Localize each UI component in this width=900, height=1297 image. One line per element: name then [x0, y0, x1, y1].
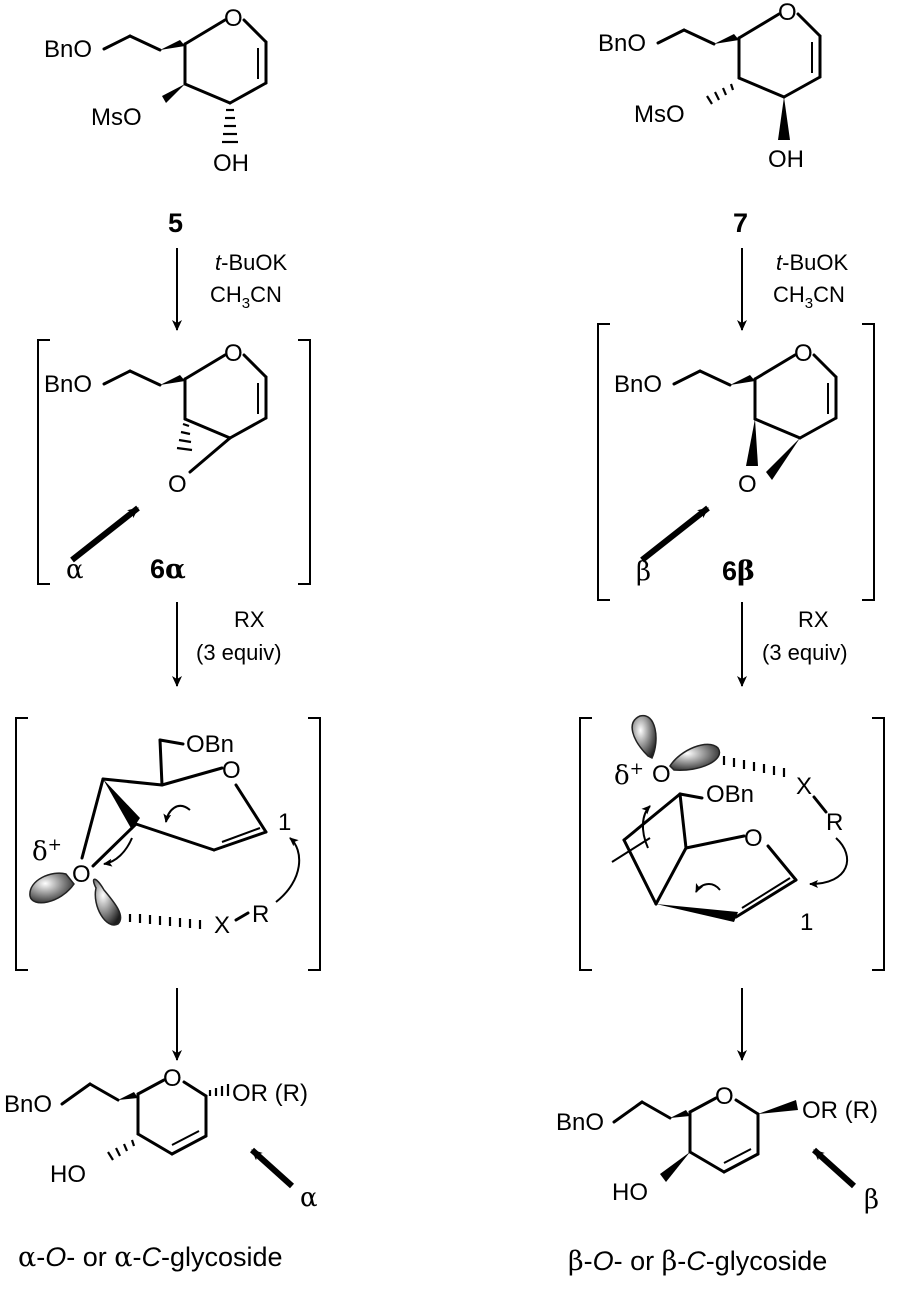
or-r-label: OR (R)	[802, 1097, 878, 1124]
ring-oxygen-label: O	[794, 340, 813, 367]
transition-state-alpha: OBn O 1 O δ+ X R	[29, 731, 301, 939]
compound-5-structure: BnO O MsO OH	[44, 5, 268, 177]
svg-text:t-BuOK: t-BuOK	[776, 250, 848, 275]
svg-text:δ+: δ+	[614, 759, 644, 791]
mso-label: MsO	[634, 101, 685, 128]
alpha-attack-label: α	[66, 555, 84, 585]
solvent-ch-right: CH	[773, 282, 805, 307]
lone-pair-lobe-1	[631, 715, 657, 760]
epoxide-beta-greek: β	[737, 556, 755, 587]
mso-label: MsO	[91, 104, 142, 131]
product-beta-structure: BnO O OR (R) HO	[556, 1083, 878, 1206]
plus-sign-left: +	[48, 835, 62, 855]
ts-x-label-left: X	[214, 912, 230, 939]
oh-label: OH	[213, 150, 249, 177]
epoxide-oxygen-label: O	[738, 471, 757, 498]
ring-oxygen-label: O	[224, 340, 243, 367]
alpha-attack-arrow	[70, 505, 140, 563]
reagent-rx-right: RX	[798, 607, 829, 632]
bno-label: BnO	[614, 371, 662, 398]
compound-7-number: 7	[733, 208, 748, 238]
plus-sign-right: +	[630, 759, 644, 779]
bno-label: BnO	[556, 1109, 604, 1136]
ring-oxygen-label: O	[222, 757, 241, 784]
bracket-left-6alpha	[37, 339, 50, 585]
reagent-tbuok-right: -BuOK	[782, 250, 848, 275]
lone-pair-lobe-2	[92, 878, 122, 926]
delta-plus-left: δ	[32, 837, 48, 867]
product-alpha-structure: BnO O OR (R) HO	[4, 1065, 308, 1188]
reagent-rx-left: RX	[234, 607, 265, 632]
compound-5-number: 5	[168, 208, 183, 238]
ts-r-label-right: R	[826, 809, 843, 836]
reagent-tbu-italic-left: t	[215, 250, 222, 275]
alpha-product-arrow	[249, 1147, 295, 1189]
reagent-tbu-italic-right: t	[776, 250, 783, 275]
beta-glycoside-caption: β-O- or β-C-glycoside	[568, 1246, 827, 1277]
epoxide-6beta-structure: BnO O O	[614, 340, 838, 498]
obn-label: OBn	[186, 731, 234, 758]
epoxide-alpha-greek: α	[165, 554, 186, 585]
svg-text:6β: 6β	[722, 556, 755, 587]
alpha-product-label: α	[300, 1183, 318, 1213]
oh-label: OH	[768, 146, 804, 173]
bno-label: BnO	[44, 371, 92, 398]
ts-oxygen-label: O	[652, 761, 671, 788]
obn-label: OBn	[706, 781, 754, 808]
solvent-sub-left: 3	[242, 295, 250, 312]
transition-state-beta: O δ+ X R OBn O 1	[611, 715, 849, 936]
solvent-sub-right: 3	[805, 295, 813, 312]
or-r-label: OR (R)	[232, 1080, 308, 1107]
bno-label: BnO	[44, 36, 92, 63]
alpha-glycoside-caption: α-O- or α-C-glycoside	[18, 1242, 283, 1273]
bracket-left-6beta	[597, 323, 610, 601]
ho-label: HO	[50, 1161, 86, 1188]
bracket-right-ts-alpha	[308, 717, 321, 971]
svg-text:6α: 6α	[150, 554, 186, 585]
bno-label: BnO	[4, 1091, 52, 1118]
solvent-ch-left: CH	[210, 282, 242, 307]
reagent-equiv-right: (3 equiv)	[762, 640, 848, 665]
ts-r-label-left: R	[252, 901, 269, 928]
ho-label: HO	[612, 1179, 648, 1206]
anomeric-carbon-1-right: 1	[800, 909, 813, 936]
ring-oxygen-label: O	[224, 5, 243, 32]
epoxide-6-number-right: 6	[722, 556, 737, 586]
ring-oxygen-label: O	[163, 1065, 182, 1092]
reagent-equiv-left: (3 equiv)	[196, 640, 282, 665]
anomeric-carbon-1-left: 1	[278, 809, 291, 836]
epoxide-6alpha-structure: BnO O O	[44, 340, 268, 498]
ring-oxygen-label: O	[744, 825, 763, 852]
solvent-cn-right: CN	[813, 282, 845, 307]
beta-product-label: β	[864, 1185, 879, 1215]
ts-x-label-right: X	[796, 773, 812, 800]
beta-attack-label: β	[636, 557, 651, 587]
ring-oxygen-label: O	[778, 0, 797, 26]
solvent-cn-left: CN	[250, 282, 282, 307]
bno-label: BnO	[598, 30, 646, 57]
delta-plus-right: δ	[614, 761, 630, 791]
reagent-tbuok-left: -BuOK	[221, 250, 287, 275]
svg-text:CH3CN: CH3CN	[773, 282, 845, 312]
svg-text:δ+: δ+	[32, 835, 62, 867]
epoxide-oxygen-label: O	[168, 471, 187, 498]
compound-7-structure: BnO O MsO OH	[598, 0, 822, 173]
lone-pair-lobe-2	[669, 743, 721, 771]
bracket-right-ts-beta	[872, 717, 885, 971]
ts-oxygen-label: O	[72, 861, 91, 888]
bracket-left-ts-beta	[579, 717, 592, 971]
ring-oxygen-label: O	[715, 1083, 734, 1110]
bracket-right-6alpha	[298, 339, 311, 585]
svg-text:t-BuOK: t-BuOK	[215, 250, 287, 275]
bracket-left-ts-alpha	[15, 717, 28, 971]
lone-pair-lobe-1	[29, 872, 75, 904]
beta-product-arrow	[811, 1147, 857, 1189]
bracket-right-6beta	[862, 323, 875, 601]
svg-text:CH3CN: CH3CN	[210, 282, 282, 312]
epoxide-6-number-left: 6	[150, 554, 165, 584]
beta-attack-arrow	[640, 505, 710, 563]
